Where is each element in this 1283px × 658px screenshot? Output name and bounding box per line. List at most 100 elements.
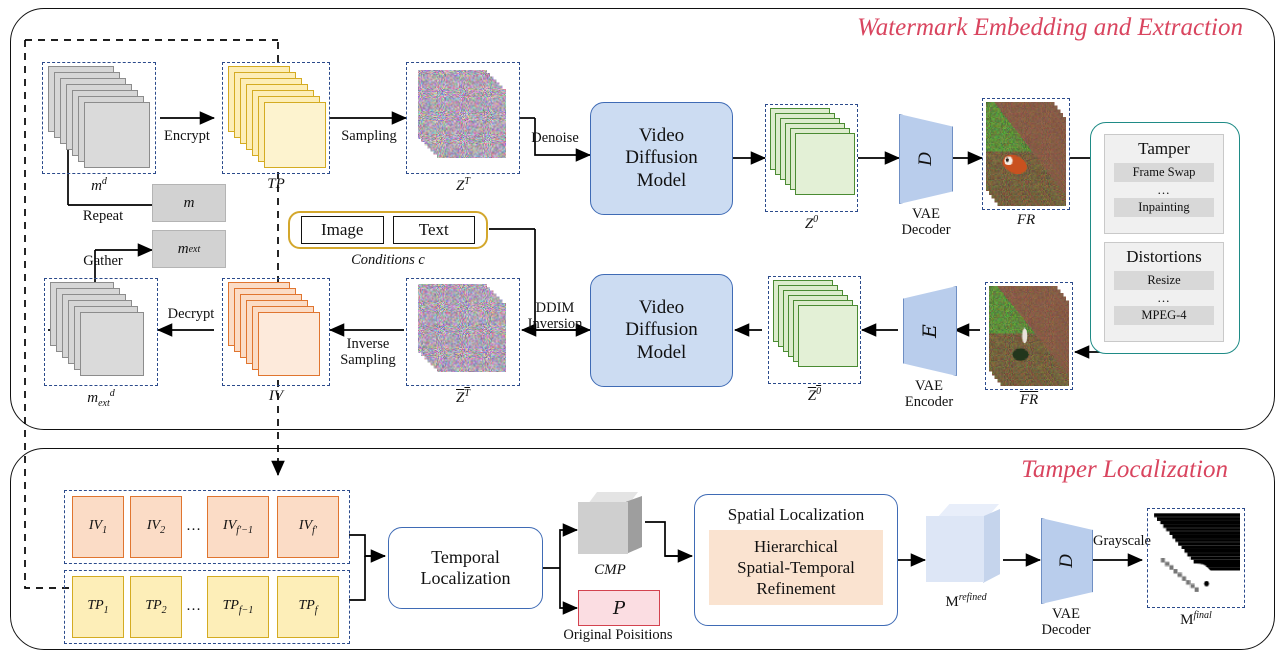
iv-tile-2-label: IV2	[146, 518, 166, 536]
fr-caption: FR	[1016, 212, 1036, 228]
zt-caption-base: Z	[456, 178, 465, 194]
ztbar-group	[406, 278, 520, 386]
iv-tile-f-label: IVf′	[298, 518, 318, 536]
tp-tile-2-label: TP2	[145, 598, 167, 616]
z0-group	[765, 104, 858, 212]
iv-tile-1: IV1	[72, 496, 124, 558]
md-caption-base: m	[91, 178, 102, 194]
original-positions-box: P	[578, 590, 660, 626]
zt-group	[406, 62, 520, 174]
mextd-caption: mextd	[44, 388, 158, 409]
vae-decoder-bottom-symbol: D	[1056, 554, 1077, 568]
vae-encoder-label: VAE Encoder	[888, 378, 970, 410]
tamper-item-frame-swap[interactable]: Frame Swap	[1114, 163, 1214, 182]
chip-mext-sub: ext	[188, 243, 201, 255]
vae-dec-b-l2: Decoder	[1041, 622, 1091, 639]
frbar-video-frame	[989, 286, 1069, 386]
inverse-sampling-l1: Inverse	[346, 336, 390, 352]
mfinal-base: M	[1180, 612, 1194, 628]
tp-tiles-group	[64, 570, 350, 644]
iv-tile-f: IVf′	[277, 496, 339, 558]
ddim-l2: Inversion	[527, 316, 583, 333]
vae-dec-b-l1: VAE	[1052, 606, 1080, 622]
md-frame-stack	[48, 66, 150, 170]
distortions-card: Distortions Resize ... MPEG-4	[1104, 242, 1224, 342]
iv-tile-1-label: IV1	[88, 518, 108, 536]
fr-video-frame	[986, 102, 1066, 206]
frbar-text: FR	[1019, 392, 1039, 408]
mfinal-sup: final	[1193, 610, 1212, 621]
label-repeat: Repeat	[82, 208, 124, 224]
m-refined-caption: Mrefined	[916, 592, 1016, 611]
label-encrypt: Encrypt	[164, 128, 210, 144]
watermark-embedding-panel	[10, 8, 1275, 430]
temporal-localization-label: Temporal Localization	[420, 546, 511, 588]
video-diffusion-model-bottom: Video Diffusion Model	[590, 274, 733, 387]
vae-encoder-l2: Encoder	[904, 394, 954, 411]
ztbar-sup: T	[464, 388, 470, 399]
zt-caption-sup: T	[464, 176, 470, 187]
tamper-item-inpainting[interactable]: Inpainting	[1114, 198, 1214, 218]
iv-tile-f-minus-1: IVf′−1	[207, 496, 269, 558]
spatial-localization-box: Spatial Localization Hierarchical Spatia…	[694, 494, 898, 626]
m-refined-cube	[926, 504, 1006, 590]
iv-frame-stack	[228, 282, 326, 382]
tp-caption: TP	[267, 176, 285, 192]
spatial-localization-title: Spatial Localization	[727, 505, 865, 524]
mfinal-caption: Mfinal	[1147, 610, 1245, 629]
z0bar-base: Z	[807, 388, 817, 404]
tp-tile-1-label: TP1	[87, 598, 109, 616]
z0-caption-base: Z	[804, 216, 814, 232]
z0bar-group	[768, 276, 861, 384]
cmp-cube	[578, 492, 646, 560]
tp-tile-f: TPf	[277, 576, 339, 638]
mfinal-group	[1147, 508, 1245, 608]
md-caption-sup: d	[101, 176, 107, 187]
zt-caption: ZT	[406, 176, 520, 195]
mextd-sub: ext	[98, 398, 110, 409]
tp-frame-stack	[228, 66, 326, 170]
distortions-item-mpeg4[interactable]: MPEG-4	[1114, 306, 1214, 326]
conditions-box: Image Text	[288, 211, 488, 249]
inverse-sampling-l2: Sampling	[340, 352, 396, 369]
z0bar-sup: 0	[816, 386, 822, 397]
label-decrypt: Decrypt	[167, 306, 215, 322]
spatial-localization-body: Hierarchical Spatial-Temporal Refinement	[709, 530, 883, 606]
iv-tiles-ellipsis: …	[186, 518, 203, 534]
tamper-card: Tamper Frame Swap ... Inpainting	[1104, 134, 1224, 234]
vae-decoder-l2: Decoder	[901, 222, 951, 239]
md-group	[42, 62, 156, 174]
tp-tile-1: TP1	[72, 576, 124, 638]
iv-tile-2: IV2	[130, 496, 182, 558]
panel-title-watermark: Watermark Embedding and Extraction	[857, 14, 1243, 41]
z0bar-caption: Z0	[768, 386, 861, 405]
tp-tile-f-minus-1: TPf−1	[207, 576, 269, 638]
distortions-item-resize[interactable]: Resize	[1114, 271, 1214, 290]
iv-tiles-group	[64, 490, 350, 564]
iv-tile-f-minus-1-label: IVf′−1	[223, 518, 253, 536]
vae-encoder: E	[903, 286, 957, 376]
mfinal-mask-image	[1152, 512, 1240, 604]
conditions-caption: Conditions c	[288, 252, 488, 268]
ztbar-caption: ZT	[406, 388, 520, 407]
original-positions-caption: Original Poisitions	[563, 627, 673, 643]
condition-text[interactable]: Text	[392, 216, 475, 244]
ztbar-base: Z	[456, 390, 465, 406]
m-refined-sup: refined	[958, 592, 987, 603]
label-denoise: Denoise	[531, 130, 579, 146]
fr-group	[982, 98, 1070, 210]
iv-group	[222, 278, 330, 386]
distortions-title: Distortions	[1126, 247, 1202, 266]
chip-m-label: m	[183, 194, 195, 211]
tp-tile-f-label: TPf	[298, 598, 318, 616]
conditions-caption-text: Conditions c	[351, 252, 425, 268]
tamper-localization-panel	[10, 448, 1275, 650]
z0bar-latent-stack	[773, 280, 858, 380]
condition-image[interactable]: Image	[301, 216, 384, 244]
vae-decoder-bottom-label: VAE Decoder	[1026, 606, 1106, 638]
mextd-frame-stack	[50, 282, 152, 382]
tp-tile-f-minus-1-label: TPf−1	[222, 598, 254, 616]
distortions-ellipsis: ...	[1157, 290, 1171, 305]
vdm-top-label: Video Diffusion Model	[625, 124, 698, 191]
